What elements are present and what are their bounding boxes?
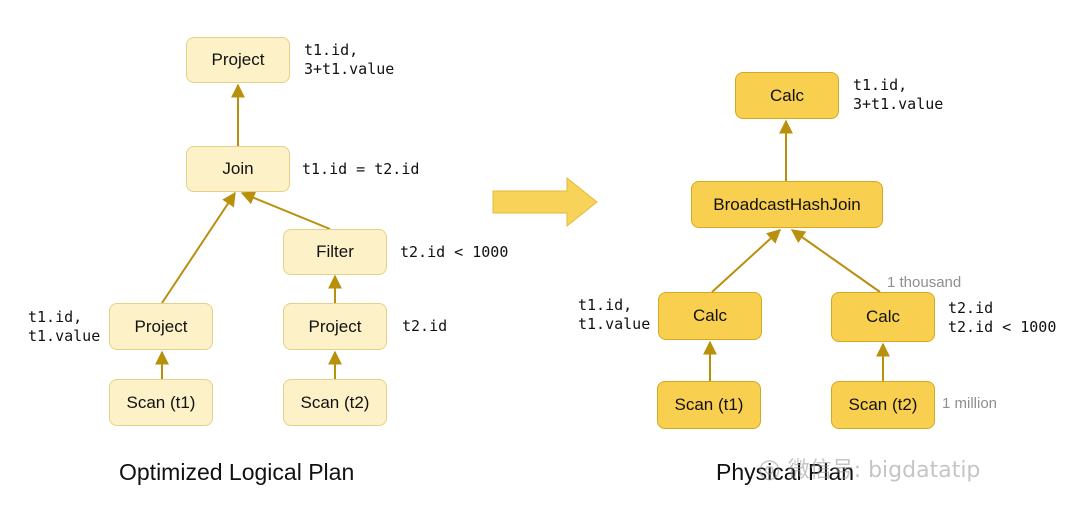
- annotation-line: t2.id: [948, 299, 994, 317]
- physical-calc-t1-annotation: t1.id, t1.value: [578, 296, 650, 334]
- logical-plan-caption: Optimized Logical Plan: [119, 459, 355, 485]
- edge-calc-t1-to-bhj: [711, 229, 782, 293]
- logical-project-top-annotation: t1.id, 3+t1.value: [304, 41, 394, 79]
- watermark-text: 微信号: bigdatatip: [787, 458, 981, 483]
- annotation-line: t1.id,: [28, 308, 83, 326]
- annotation-line: 3+t1.value: [853, 95, 944, 113]
- logical-project-t1-node[interactable]: Project: [109, 303, 213, 350]
- physical-scan-t2-node[interactable]: Scan (t2): [831, 381, 935, 429]
- annotation-line: t2.id < 1000: [948, 318, 1057, 336]
- annotation-line: t2.id < 1000: [400, 243, 509, 261]
- edge-project-t1-to-join: [161, 191, 236, 304]
- logical-scan-t2-node[interactable]: Scan (t2): [283, 379, 387, 426]
- logical-project-t2-node[interactable]: Project: [283, 303, 387, 350]
- watermark: ◎ 微信号: bigdatatip: [758, 452, 980, 484]
- logical-scan-t1-node[interactable]: Scan (t1): [109, 379, 213, 426]
- physical-broadcast-hash-join-node[interactable]: BroadcastHashJoin: [691, 181, 883, 228]
- edge-calc-t2-to-bhj: [790, 229, 881, 293]
- calc-t2-cardinality-label: 1 thousand: [887, 274, 962, 291]
- wechat-icon: ◎: [758, 454, 781, 484]
- annotation-line: t1.id = t2.id: [302, 160, 420, 178]
- annotation-line: t1.value: [578, 315, 651, 333]
- logical-join-node[interactable]: Join: [186, 146, 290, 192]
- physical-calc-top-node[interactable]: Calc: [735, 72, 839, 119]
- logical-project-top-node[interactable]: Project: [186, 37, 290, 83]
- logical-join-annotation: t1.id = t2.id: [302, 160, 419, 179]
- annotation-line: t1.id,: [578, 296, 633, 314]
- physical-calc-t2-annotation: t2.id t2.id < 1000: [948, 299, 1056, 337]
- annotation-line: t1.id,: [853, 76, 908, 94]
- logical-project-t1-annotation: t1.id, t1.value: [28, 308, 100, 346]
- annotation-line: t2.id: [402, 317, 448, 335]
- annotation-line: t1.value: [28, 327, 101, 345]
- logical-project-t2-annotation: t2.id: [402, 317, 447, 336]
- transition-arrow: [492, 176, 598, 228]
- physical-calc-t1-node[interactable]: Calc: [658, 292, 762, 340]
- scan-t2-cardinality-label: 1 million: [942, 395, 998, 412]
- annotation-line: t1.id,: [304, 41, 359, 59]
- physical-calc-t2-node[interactable]: Calc: [831, 292, 935, 342]
- edge-filter-to-join: [240, 191, 331, 230]
- physical-plan-caption: Physical Plan: [716, 459, 855, 485]
- logical-filter-node[interactable]: Filter: [283, 229, 387, 275]
- logical-filter-annotation: t2.id < 1000: [400, 243, 508, 262]
- physical-calc-top-annotation: t1.id, 3+t1.value: [853, 76, 943, 114]
- physical-scan-t1-node[interactable]: Scan (t1): [657, 381, 761, 429]
- annotation-line: 3+t1.value: [304, 60, 395, 78]
